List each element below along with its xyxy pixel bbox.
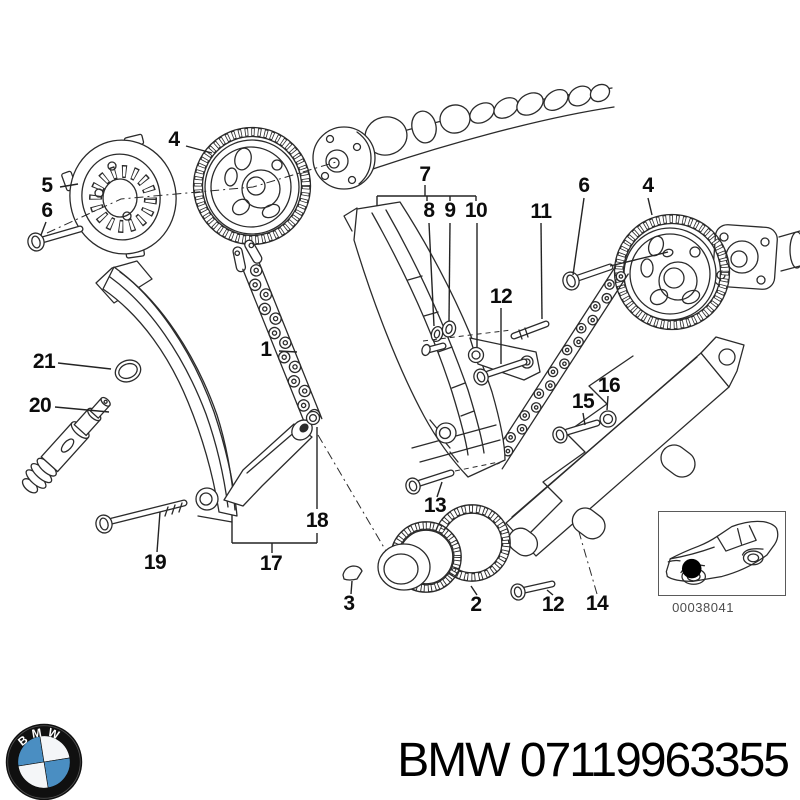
part-callout: 3 — [343, 592, 355, 615]
o-ring-21-drawing — [114, 359, 142, 383]
diagram-code: 00038041 — [672, 600, 734, 615]
part-callout: 20 — [28, 394, 52, 417]
axis-lines — [46, 161, 669, 595]
fasteners-drawing — [27, 225, 617, 601]
part-callout: 9 — [444, 199, 456, 222]
bmw-logo: BMW — [5, 723, 83, 800]
cam-sprocket-left-drawing — [192, 126, 312, 246]
part-callout: 8 — [423, 199, 435, 222]
chain-guide-drawing — [343, 201, 541, 478]
part-callout: 7 — [419, 163, 431, 186]
timing-chain-drawing — [232, 239, 323, 426]
part-callout: 12 — [541, 593, 565, 616]
part-callout: 6 — [41, 199, 53, 222]
part-callout: 4 — [168, 128, 180, 151]
part-number-title: BMW 07119963355 — [397, 734, 790, 787]
vehicle-thumbnail — [658, 511, 786, 596]
part-callout: 5 — [41, 174, 53, 197]
part-callout: 19 — [143, 551, 167, 574]
part-callout: 15 — [571, 390, 595, 413]
crank-sprocket-drawing — [342, 504, 511, 593]
location-dot — [681, 558, 702, 579]
part-callout: 12 — [489, 285, 513, 308]
part-callout: 1 — [260, 338, 272, 361]
tensioner-plunger-drawing — [21, 396, 111, 494]
woodruff-key-drawing — [342, 565, 363, 581]
part-callout: 4 — [642, 174, 654, 197]
tensioner-rail-drawing — [95, 260, 321, 523]
trigger-plate-drawing — [61, 133, 177, 259]
part-callout: 11 — [530, 200, 552, 223]
car-silhouette — [665, 520, 779, 585]
part-callout: 16 — [597, 374, 621, 397]
cam-sprocket-right-drawing — [613, 213, 731, 331]
part-callout: 21 — [32, 350, 56, 373]
part-callout: 2 — [470, 593, 482, 616]
lower-guide-rail-drawing — [505, 336, 745, 557]
part-callout: 14 — [585, 592, 609, 615]
part-callout: 17 — [259, 552, 283, 575]
leader-lines — [40, 145, 653, 596]
part-callout: 13 — [423, 494, 447, 517]
part-callout: 18 — [305, 509, 329, 532]
part-callout: 10 — [464, 199, 488, 222]
part-callout: 6 — [578, 174, 590, 197]
camshaft-drawing — [312, 83, 800, 272]
